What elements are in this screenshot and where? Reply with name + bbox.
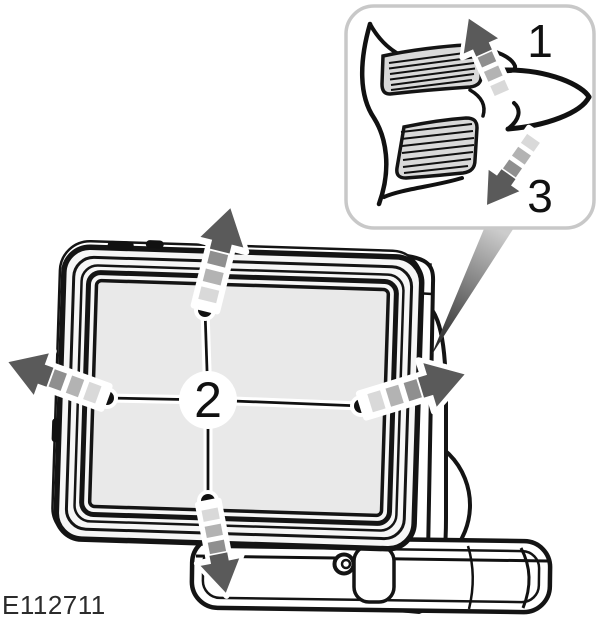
top-button-small xyxy=(145,240,164,249)
clip-beak-inner xyxy=(507,101,521,130)
lower-thumbwheel[interactable] xyxy=(395,116,479,180)
cradle-screw xyxy=(332,552,356,576)
mount-clip-drawing xyxy=(359,21,592,207)
label-1: 1 xyxy=(527,15,553,67)
callout-pointer xyxy=(431,220,519,356)
figure-id-label: E112711 xyxy=(2,590,106,620)
inset-detail: 1 3 xyxy=(344,4,596,230)
label-3: 3 xyxy=(527,170,553,222)
label-2-badge xyxy=(179,371,237,429)
top-button-large xyxy=(107,240,134,251)
label-2: 2 xyxy=(194,372,222,428)
mount-cradle xyxy=(189,534,553,615)
clip-beak-upper xyxy=(500,67,592,100)
upper-thumbwheel-ribs xyxy=(388,51,476,91)
clip-bottom-curve xyxy=(382,176,464,199)
side-slot xyxy=(51,418,61,443)
cradle-right-curve-2 xyxy=(466,545,475,610)
cradle-screw-center xyxy=(340,558,352,570)
cradle-right-curve xyxy=(519,547,531,609)
clip-mid-curve xyxy=(468,88,486,118)
cradle-slot xyxy=(352,544,396,604)
clip-beak-lower xyxy=(505,94,592,132)
upper-thumbwheel[interactable] xyxy=(380,43,483,96)
lower-thumbwheel-ribs xyxy=(400,123,475,174)
clip-left-body xyxy=(359,21,389,207)
